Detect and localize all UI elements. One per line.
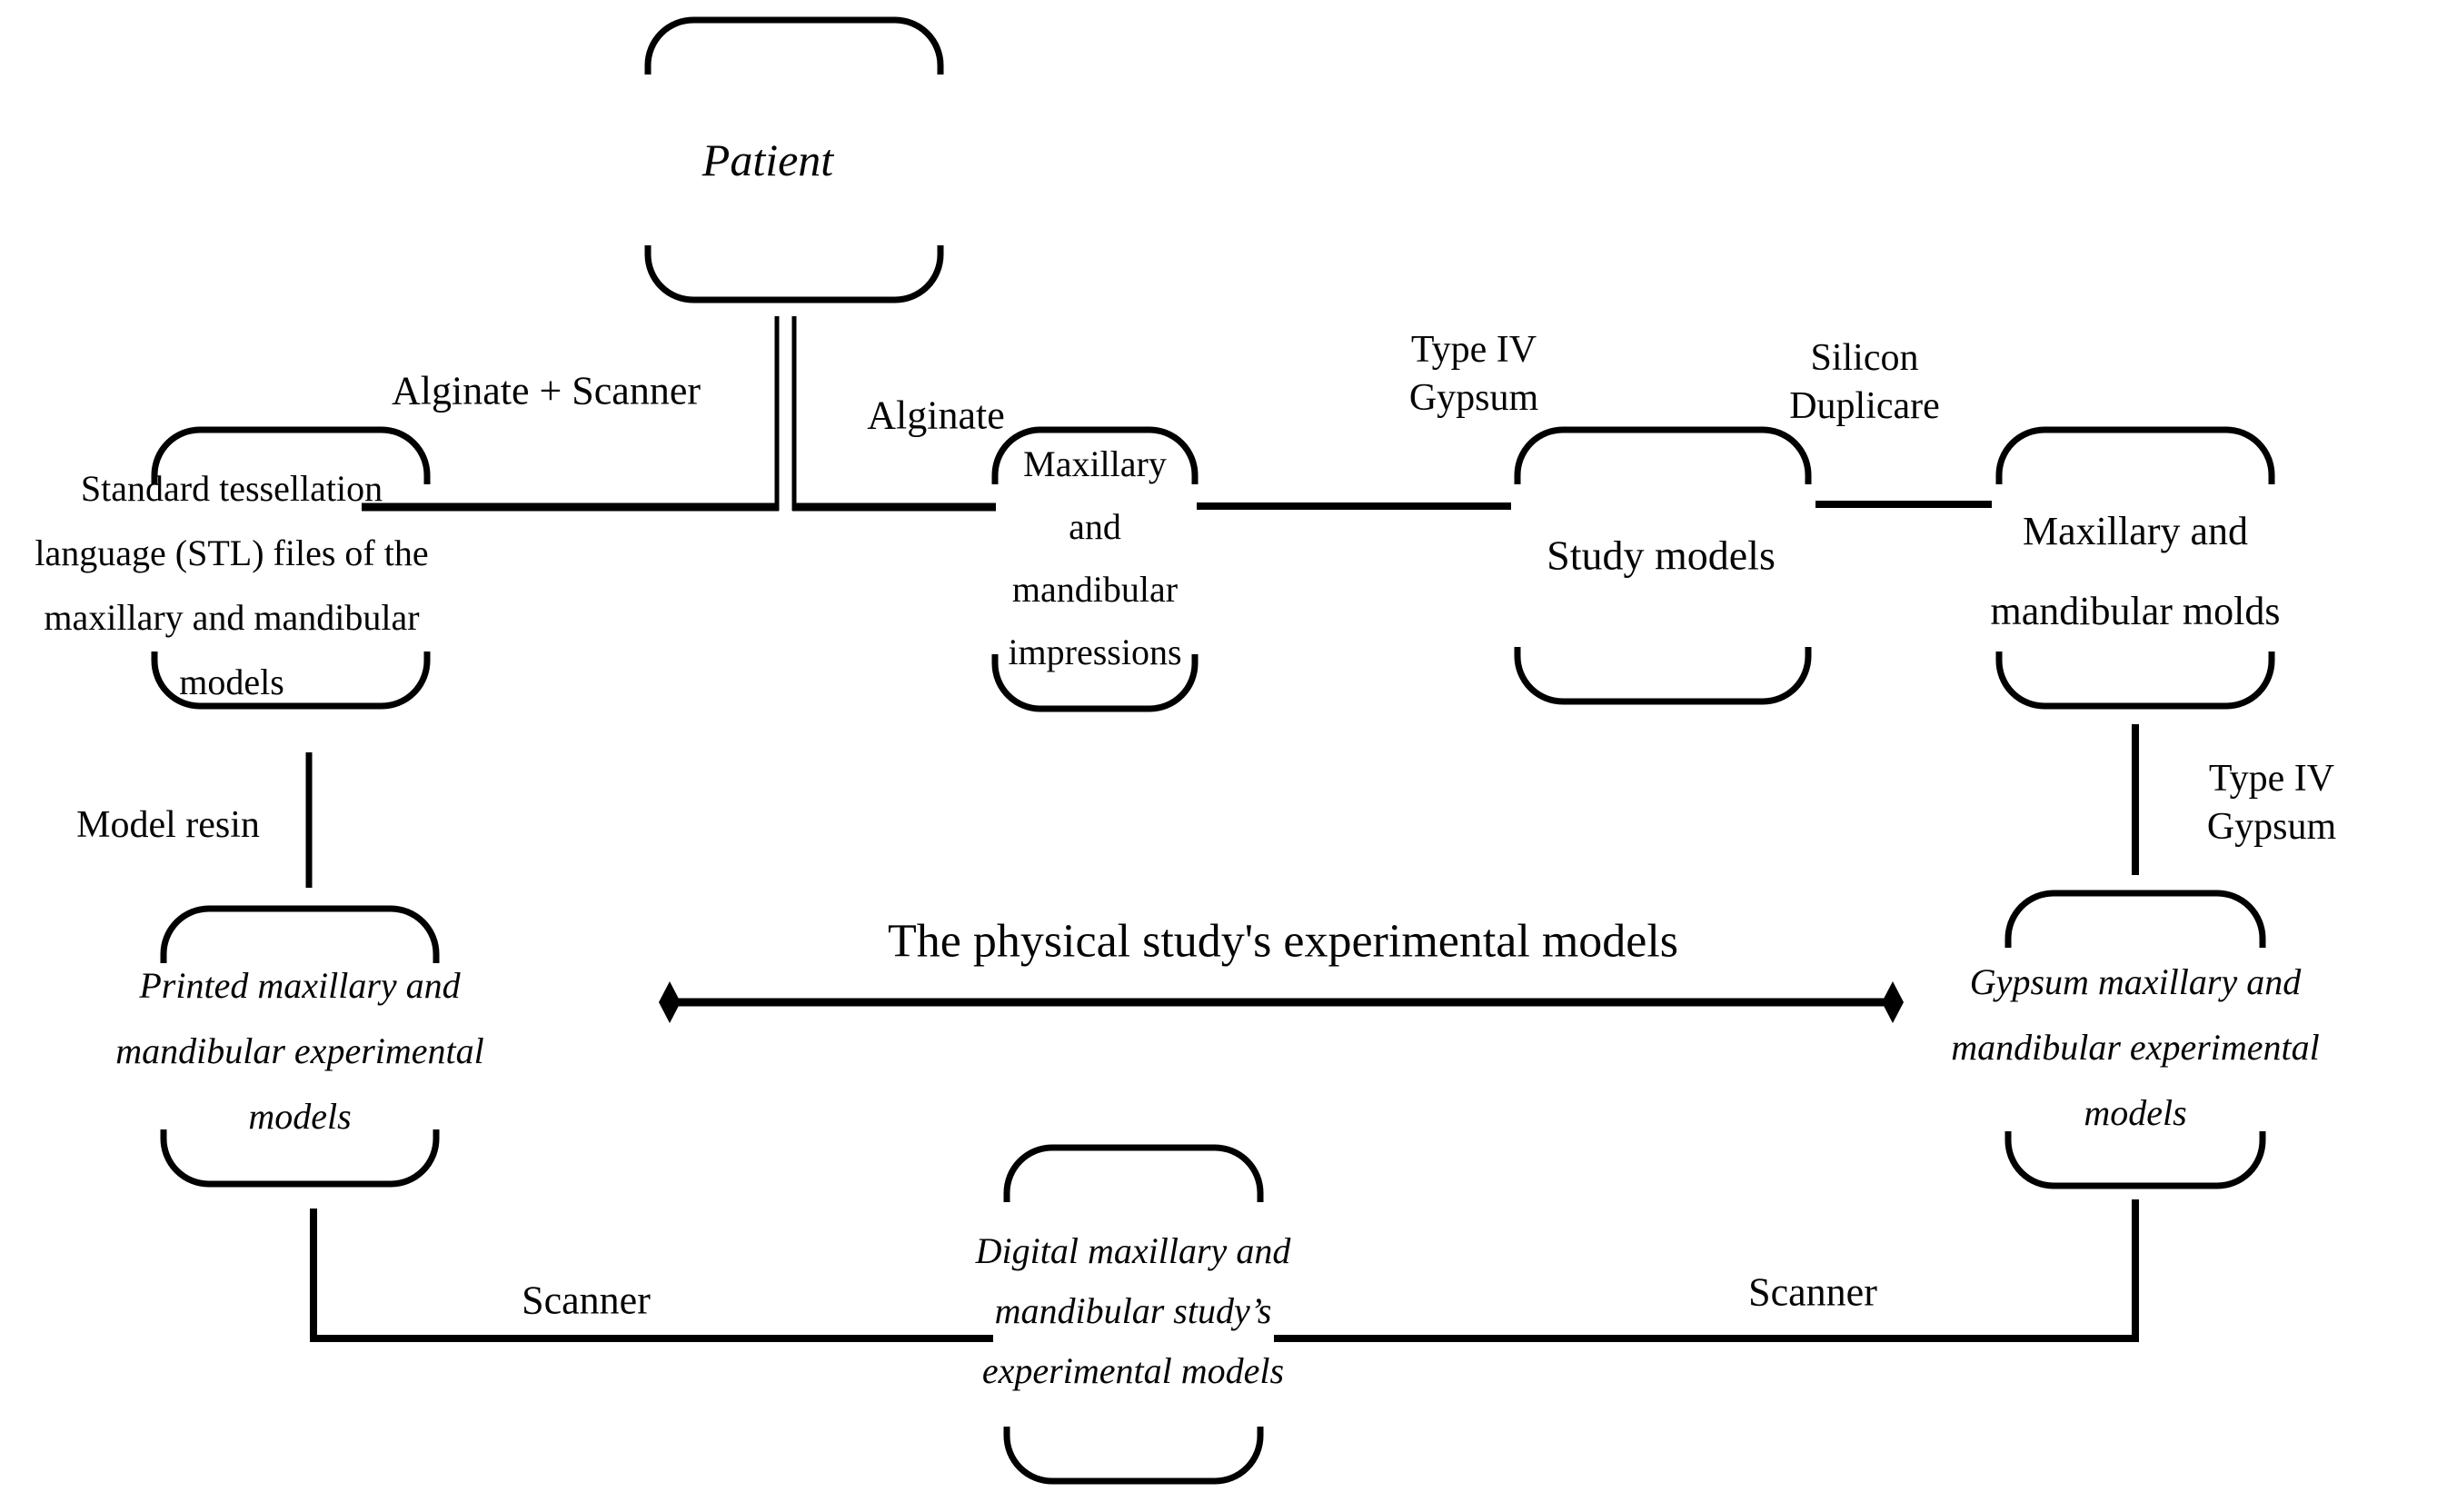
- physical-models-title: The physical study's experimental models: [887, 915, 1679, 968]
- alginate-edge-label: Alginate: [867, 393, 1005, 438]
- stl-node-label: Standard tessellation language (STL) fil…: [35, 468, 429, 702]
- molds-box-outline: [1995, 426, 2275, 710]
- model-resin-edge-label: Model resin: [76, 804, 260, 846]
- gypsum-node-label: Gypsum maxillary and mandibular experime…: [1951, 961, 2320, 1133]
- digital-node-label: Digital maxillary and mandibular study’s…: [975, 1230, 1291, 1391]
- type-iv-gypsum-right-edge-label: Type IV Gypsum: [2206, 758, 2337, 848]
- stl-box-outline: [151, 426, 431, 710]
- printed-node-label: Printed maxillary and mandibular experim…: [115, 965, 484, 1137]
- gypsum-box-outline: [2004, 890, 2266, 1189]
- connector-gypsum-to-digital: [1274, 1199, 2139, 1342]
- impressions-node-label: Maxillary and mandibular impressions: [1008, 443, 1182, 672]
- alginate-scanner-edge-label: Alginate + Scanner: [391, 368, 701, 413]
- study-models-node-label: Study models: [1547, 532, 1776, 579]
- silicon-duplicare-edge-label: Silicon Duplicare: [1789, 337, 1940, 427]
- printed-box-outline: [160, 905, 440, 1188]
- patient-box-outline: [644, 16, 944, 303]
- type-iv-gypsum-top-edge-label: Type IV Gypsum: [1408, 329, 1539, 419]
- study-models-box-outline: [1514, 426, 1812, 705]
- digital-box-outline: [1003, 1144, 1264, 1485]
- patient-node-label: Patient: [701, 134, 834, 185]
- scanner-left-edge-label: Scanner: [522, 1278, 651, 1323]
- impressions-box-outline: [991, 426, 1199, 712]
- diamond-endpoint-right: [1882, 981, 1904, 1023]
- scanner-right-edge-label: Scanner: [1748, 1269, 1877, 1315]
- molds-node-label: Maxillary and mandibular molds: [1990, 509, 2281, 633]
- connector-printed-to-digital: [310, 1209, 993, 1342]
- diamond-endpoint-left: [659, 981, 681, 1023]
